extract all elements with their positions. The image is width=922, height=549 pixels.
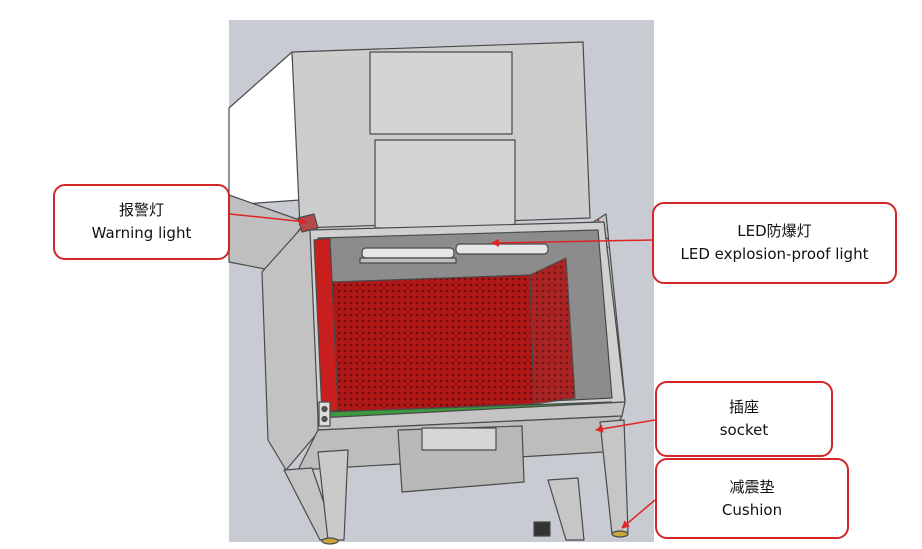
callout-socket: 插座 socket bbox=[655, 381, 833, 457]
led-light-bar-right bbox=[455, 243, 549, 255]
back-mesh bbox=[331, 274, 535, 413]
socket-block bbox=[318, 401, 331, 427]
callout-led-light: LED防爆灯 LED explosion-proof light bbox=[652, 202, 897, 284]
drawer-handle bbox=[421, 427, 497, 451]
floor-fixture bbox=[533, 521, 551, 537]
lid-panel-lower bbox=[374, 139, 516, 229]
led-light-bracket bbox=[359, 257, 457, 264]
callout-cushion-zh: 减震垫 bbox=[729, 477, 775, 496]
callout-warning-light-zh: 报警灯 bbox=[118, 201, 164, 219]
arrow-warning-light bbox=[229, 213, 307, 226]
leg-front-right bbox=[547, 477, 585, 541]
left-red-panel bbox=[313, 237, 339, 415]
callout-warning-light-en: Warning light bbox=[91, 224, 192, 242]
arrow-cushion bbox=[621, 499, 656, 529]
callout-warning-light: 报警灯 Warning light bbox=[53, 184, 230, 260]
cushion-foot-right bbox=[611, 530, 629, 538]
cushion-foot-left bbox=[321, 537, 339, 545]
callout-socket-zh: 插座 bbox=[728, 398, 759, 416]
arrow-socket bbox=[595, 419, 656, 433]
right-mesh-wall bbox=[529, 257, 576, 405]
callout-socket-en: socket bbox=[719, 421, 769, 439]
callout-cushion-en: Cushion bbox=[721, 500, 783, 519]
socket-hole-2 bbox=[321, 415, 328, 423]
leader-arrows bbox=[229, 213, 656, 529]
callout-led-light-en: LED explosion-proof light bbox=[680, 245, 869, 263]
leg-back-right bbox=[599, 419, 629, 535]
socket-hole-1 bbox=[321, 405, 328, 413]
arrow-led-light bbox=[491, 238, 653, 247]
callout-cushion: 减震垫 Cushion bbox=[655, 458, 849, 539]
leg-front-mid bbox=[317, 449, 349, 541]
warning-light bbox=[297, 213, 319, 233]
lid-panel-upper bbox=[369, 51, 513, 135]
callout-led-light-zh: LED防爆灯 bbox=[737, 222, 812, 240]
cabinet-model bbox=[228, 41, 629, 545]
led-light-bar-left bbox=[361, 247, 455, 259]
